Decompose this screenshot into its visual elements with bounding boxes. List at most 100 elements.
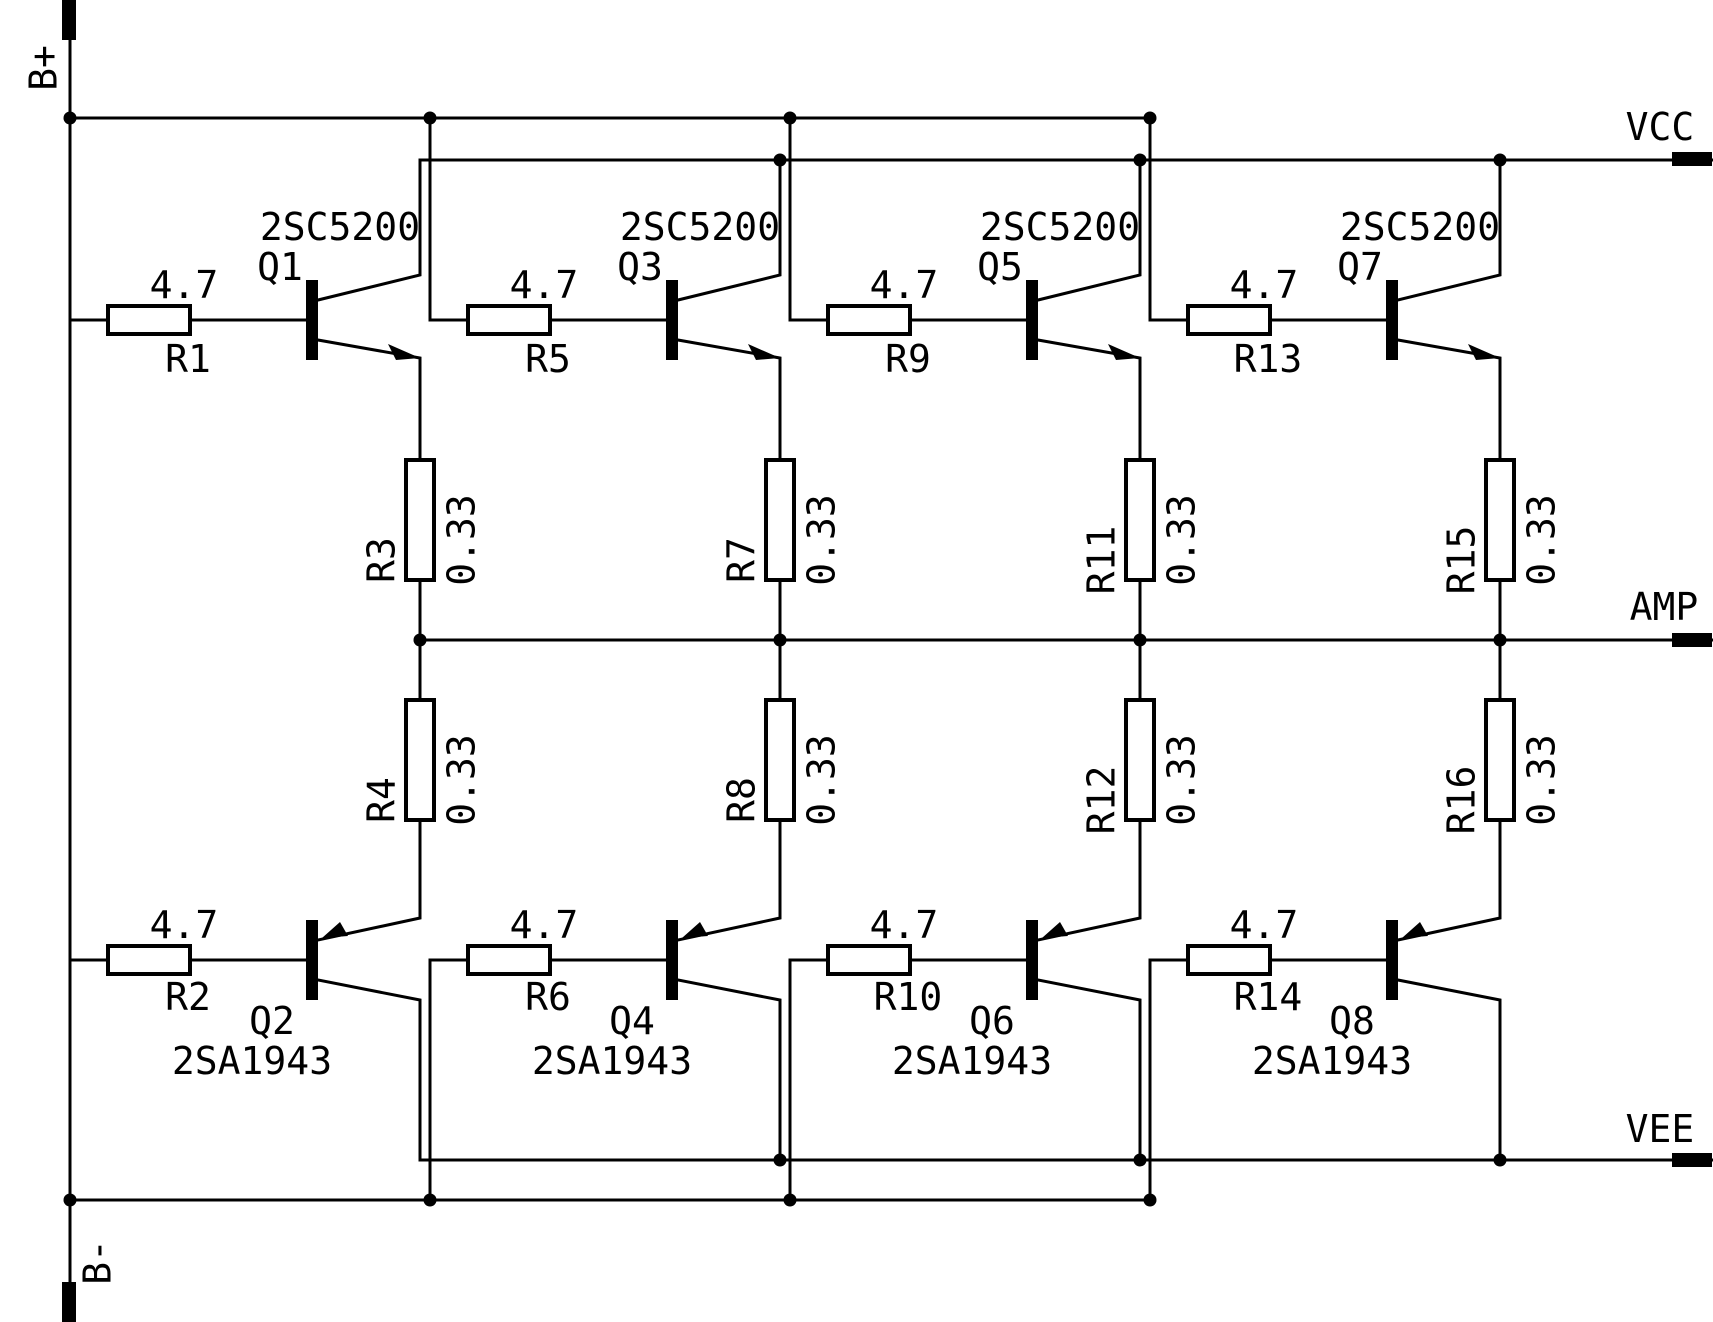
resistor-base-bottom [106, 944, 192, 976]
junction-dot [63, 111, 77, 125]
pnp-emitter-arrow [682, 922, 708, 938]
npn-ref-label: Q7 [1337, 245, 1383, 289]
wire-pnp-emitter [1396, 818, 1502, 942]
transistor-npn-base-bar [666, 280, 678, 360]
component-bodies [106, 280, 1516, 1000]
resistor-emitter-top [1484, 458, 1516, 582]
npn-emitter-arrow [388, 344, 420, 360]
junction-dot [783, 1193, 797, 1207]
resistor-emitter-top [404, 458, 436, 582]
resistor-base-bottom [1186, 944, 1272, 976]
junction-dot [773, 633, 787, 647]
base-bottom-ref-label: R2 [165, 975, 211, 1019]
resistor-emitter-bottom [1484, 698, 1516, 822]
wires [68, 0, 1713, 1322]
pnp-ref-label: Q2 [249, 999, 295, 1043]
base-top-value-label: 4.7 [1230, 263, 1299, 307]
junction-dot [773, 153, 787, 167]
junction-dot [1133, 153, 1147, 167]
net-label-amp: AMP [1630, 585, 1699, 629]
pnp-emitter-arrow [1402, 922, 1428, 938]
junction-dot [1493, 1153, 1507, 1167]
base-top-value-label: 4.7 [510, 263, 579, 307]
wire-pnp-collector [676, 978, 782, 1162]
port-vcc [1672, 152, 1712, 166]
base-top-value-label: 4.7 [870, 263, 939, 307]
base-bottom-value-label: 4.7 [510, 903, 579, 947]
resistor-base-top [1186, 304, 1272, 336]
pnp-part-label: 2SA1943 [172, 1039, 332, 1083]
resistor-emitter-bottom [404, 698, 436, 822]
wire-base-top [428, 116, 470, 322]
base-bottom-ref-label: R6 [525, 975, 571, 1019]
wire-pnp-emitter [676, 818, 782, 942]
resistor-base-top [826, 304, 912, 336]
wire-base-top [788, 116, 830, 322]
npn-part-label: 2SC5200 [980, 205, 1140, 249]
emitter-top-ref-label: R3 [360, 537, 404, 583]
port-vee [1672, 1153, 1712, 1167]
emitter-bottom-ref-label: R16 [1440, 766, 1484, 835]
junction-dot [1493, 633, 1507, 647]
junction-dot [773, 1153, 787, 1167]
emitter-bottom-value-label: 0.33 [1160, 734, 1204, 826]
npn-ref-label: Q3 [617, 245, 663, 289]
pnp-ref-label: Q6 [969, 999, 1015, 1043]
base-top-ref-label: R9 [885, 337, 931, 381]
pnp-ref-label: Q8 [1329, 999, 1375, 1043]
resistor-base-top [106, 304, 192, 336]
resistor-emitter-top [1124, 458, 1156, 582]
resistor-emitter-bottom [1124, 698, 1156, 822]
pnp-emitter-arrow [322, 922, 348, 938]
emitter-bottom-value-label: 0.33 [440, 734, 484, 826]
junction-dot [1143, 1193, 1157, 1207]
base-bottom-value-label: 4.7 [870, 903, 939, 947]
pnp-emitter-arrow [1042, 922, 1068, 938]
npn-emitter-arrow [1108, 344, 1140, 360]
emitter-top-value-label: 0.33 [440, 494, 484, 586]
emitter-top-ref-label: R11 [1080, 526, 1124, 595]
wire-pnp-emitter [1036, 818, 1142, 942]
base-top-ref-label: R13 [1234, 337, 1303, 381]
npn-emitter-arrow [748, 344, 780, 360]
junction-dot [1493, 153, 1507, 167]
pnp-part-label: 2SA1943 [1252, 1039, 1412, 1083]
junction-dot [1133, 1153, 1147, 1167]
transistor-npn-base-bar [306, 280, 318, 360]
npn-part-label: 2SC5200 [260, 205, 420, 249]
emitter-bottom-value-label: 0.33 [800, 734, 844, 826]
wire-npn-collector [676, 158, 782, 302]
transistor-pnp-base-bar [1026, 920, 1038, 1000]
resistor-base-bottom [466, 944, 552, 976]
port-b-minus [62, 1282, 76, 1322]
wire-pnp-collector [1396, 978, 1502, 1162]
transistor-pnp-base-bar [1386, 920, 1398, 1000]
transistor-npn-base-bar [1386, 280, 1398, 360]
wire-base-top [1148, 116, 1190, 322]
pnp-part-label: 2SA1943 [532, 1039, 692, 1083]
wire-base-bottom [1148, 958, 1190, 1202]
npn-part-label: 2SC5200 [1340, 205, 1500, 249]
emitter-bottom-ref-label: R8 [720, 777, 764, 823]
emitter-top-value-label: 0.33 [800, 494, 844, 586]
emitter-top-ref-label: R15 [1440, 526, 1484, 595]
junction-dot [63, 1193, 77, 1207]
wire-pnp-emitter [316, 818, 422, 942]
junction-dot [1133, 633, 1147, 647]
junction-dot [423, 1193, 437, 1207]
junction-dots [63, 111, 1507, 1207]
base-bottom-value-label: 4.7 [150, 903, 219, 947]
wire-pnp-collector [1036, 978, 1142, 1162]
base-bottom-ref-label: R14 [1234, 975, 1303, 1019]
npn-emitter-arrow [1468, 344, 1500, 360]
junction-dot [413, 633, 427, 647]
wire-base-top [68, 116, 110, 322]
wire-base-bottom [788, 958, 830, 1202]
pnp-ref-label: Q4 [609, 999, 655, 1043]
emitter-top-value-label: 0.33 [1160, 494, 1204, 586]
transistor-pnp-base-bar [306, 920, 318, 1000]
net-label-b-plus: B+ [22, 45, 66, 91]
wire-npn-collector [316, 158, 422, 302]
